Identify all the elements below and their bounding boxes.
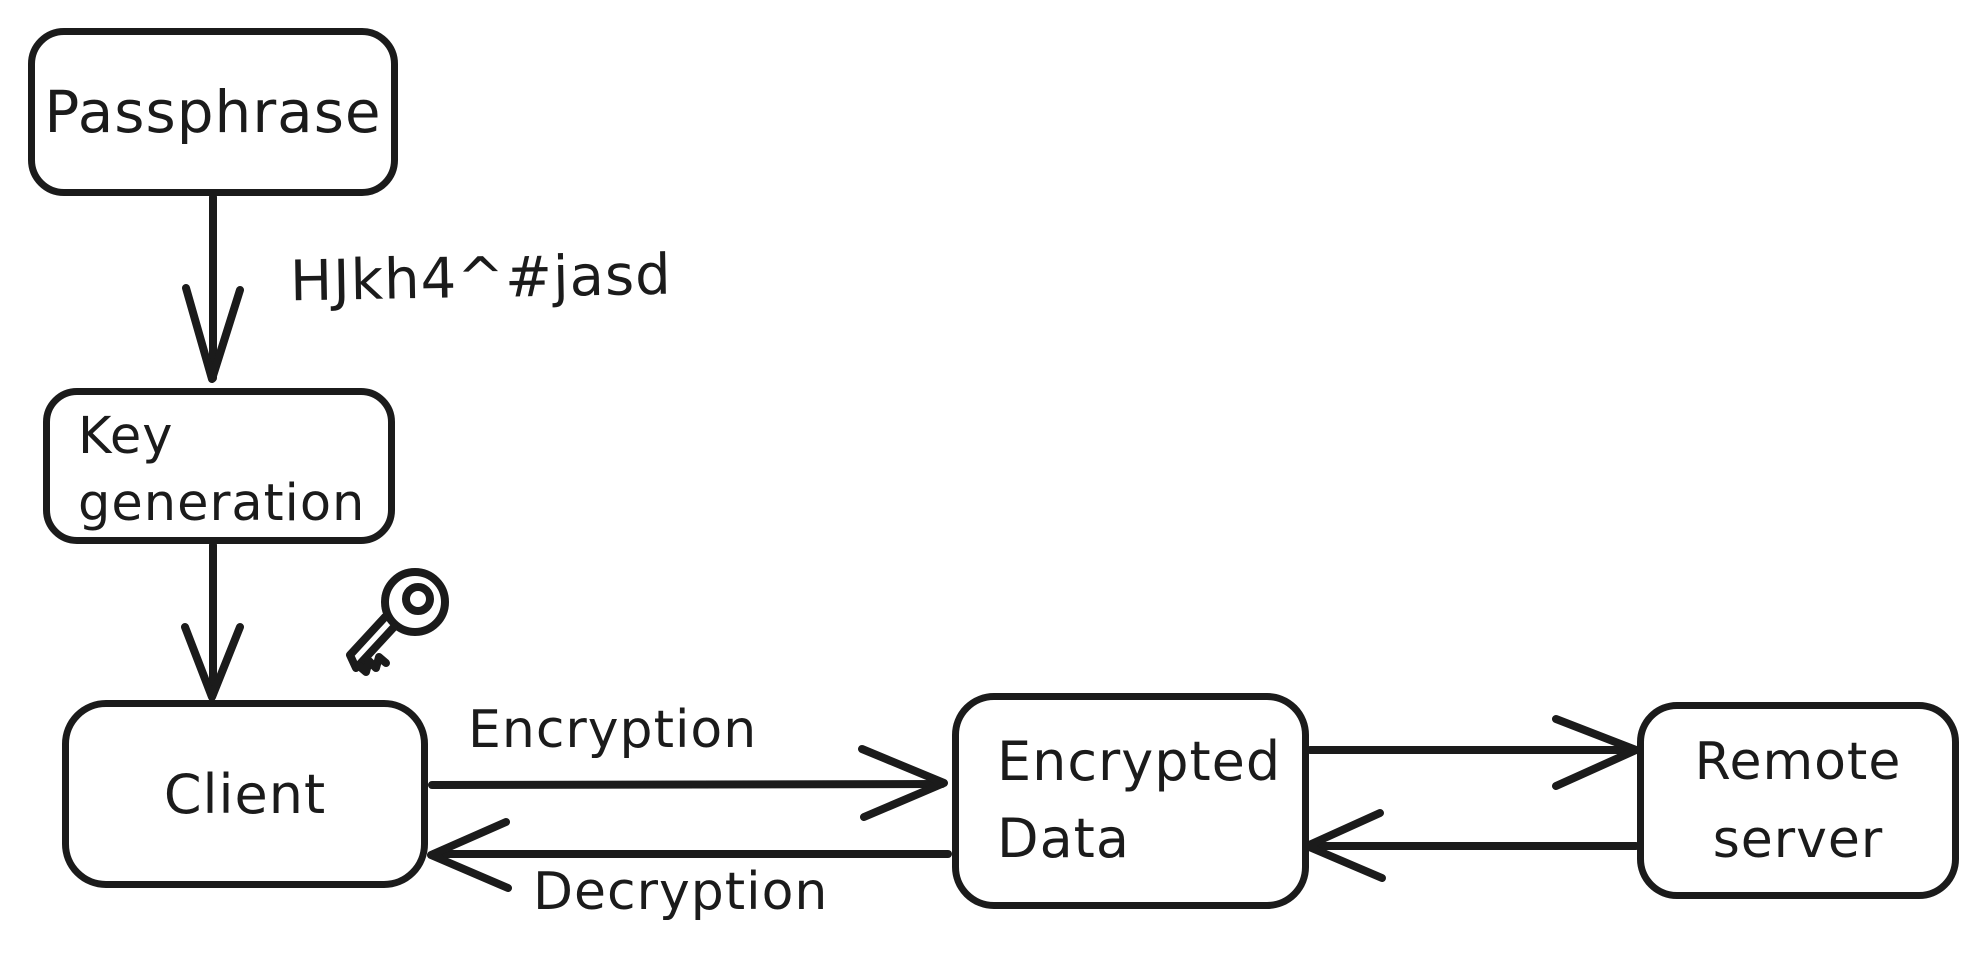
node-remote-server-label-line2: server bbox=[1712, 809, 1884, 870]
node-client-label: Client bbox=[163, 762, 327, 826]
arrow-encryption bbox=[428, 745, 948, 821]
arrow-decryption bbox=[427, 818, 952, 892]
node-encrypted-data-label-line1: Encrypted bbox=[997, 730, 1282, 794]
node-key-generation-label-line1: Key bbox=[78, 407, 174, 466]
node-remote-server-label: Remote server bbox=[1695, 723, 1902, 879]
node-client: Client bbox=[62, 700, 428, 888]
edge-label-encryption: Encryption bbox=[468, 700, 758, 760]
edge-label-decryption: Decryption bbox=[533, 862, 829, 922]
node-key-generation: Key generation bbox=[43, 388, 395, 544]
node-encrypted-data-label-line2: Data bbox=[997, 807, 1130, 870]
arrow-passphrase-to-key-generation bbox=[182, 193, 244, 383]
node-remote-server-label-line1: Remote bbox=[1694, 731, 1902, 792]
node-key-generation-label-line2: generation bbox=[78, 474, 366, 534]
arrow-key-generation-to-client bbox=[181, 541, 244, 701]
node-passphrase: Passphrase bbox=[28, 28, 398, 196]
edge-label-passphrase-value: HJkh4^#jasd bbox=[289, 242, 673, 315]
node-encrypted-data: Encrypted Data bbox=[952, 693, 1309, 909]
node-passphrase-label: Passphrase bbox=[44, 78, 382, 146]
node-remote-server: Remote server bbox=[1637, 702, 1959, 899]
arrow-encrypted-data-to-remote-server bbox=[1306, 715, 1640, 790]
key-icon bbox=[346, 568, 449, 676]
arrow-remote-server-to-encrypted-data bbox=[1303, 809, 1640, 882]
